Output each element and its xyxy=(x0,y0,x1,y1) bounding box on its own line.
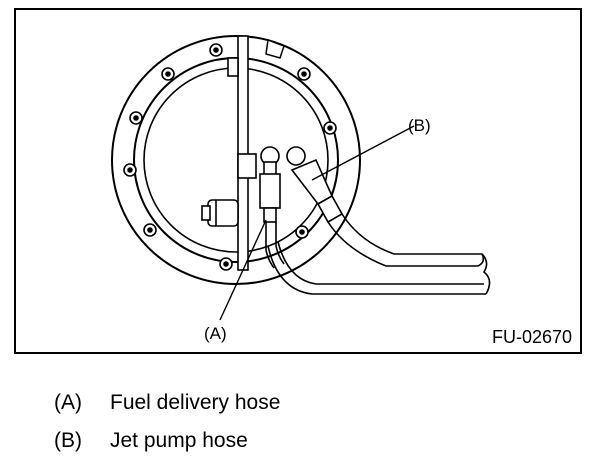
legend-item: (A) Fuel delivery hose xyxy=(54,384,280,422)
legend-text: Jet pump hose xyxy=(110,429,248,452)
legend-text: Fuel delivery hose xyxy=(110,391,281,414)
flange-tab xyxy=(265,38,285,59)
legend-key: (A) xyxy=(54,391,82,414)
callout-b: (B) xyxy=(408,116,431,135)
figure-frame: (A) (B) FU-02670 xyxy=(14,8,582,354)
electrical-connector xyxy=(201,199,239,227)
callout-a: (A) xyxy=(204,324,227,343)
fuel-pump-illustration xyxy=(111,35,491,321)
legend: (A) Fuel delivery hose (B) Jet pump hose xyxy=(54,384,280,460)
flange-bolts xyxy=(123,43,337,271)
leader-line-b xyxy=(311,125,415,181)
leader-line-a xyxy=(219,219,267,321)
fuel-delivery-pipe xyxy=(259,146,285,269)
legend-item: (B) Jet pump hose xyxy=(54,422,280,460)
hoses xyxy=(267,213,491,295)
legend-key: (B) xyxy=(54,429,82,452)
figure-code: FU-02670 xyxy=(491,327,572,347)
